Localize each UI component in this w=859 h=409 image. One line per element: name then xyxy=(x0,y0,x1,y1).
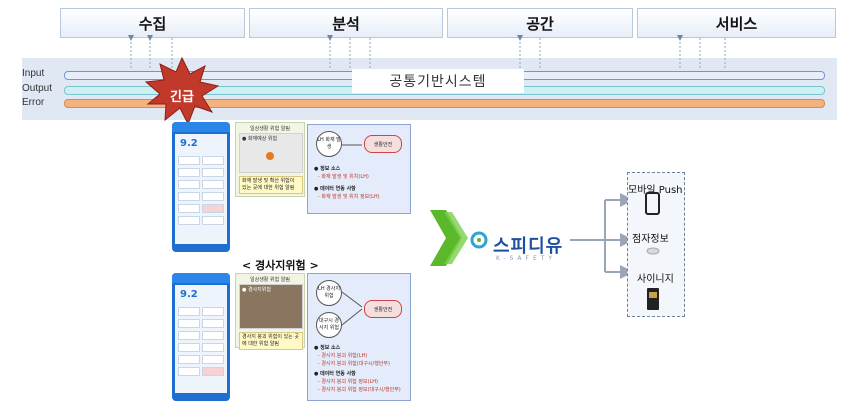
output-label: Output xyxy=(22,83,53,94)
info-source-head: ● 정보 소스 xyxy=(314,345,341,351)
category-analysis: 분석 xyxy=(249,8,443,38)
category-collect: 수집 xyxy=(60,8,245,38)
category-service: 서비스 xyxy=(637,8,836,38)
card-title: 일상생활 위험 알림 xyxy=(250,277,290,283)
output-braille: 점자정보 xyxy=(632,234,669,245)
data-link-item: - 화재 발생 및 위치 정보(LH) xyxy=(318,194,380,200)
card-title: 일상생활 위험 알림 xyxy=(250,126,290,132)
data-link-head: ● 데이터 연동 사항 xyxy=(314,186,356,192)
info-card-top: 일상생활 위험 알림 ● 화재예상 위험 화재 발생 및 확산 위험이 있는 곳… xyxy=(235,122,305,197)
map-thumbnail: ● 경사지위험 xyxy=(239,284,303,329)
data-link-head: ● 데이터 연동 사항 xyxy=(314,371,356,377)
fire-pin-icon xyxy=(266,152,274,160)
source-node-daegu: 대구시 경사지 위험 xyxy=(316,312,342,338)
category-label: 수집 xyxy=(138,15,167,33)
flow-panel-top: LH 화재 발생 생활안전 ● 정보 소스 - 화재 발생 및 위치(LH) ●… xyxy=(307,124,411,214)
signage-icon xyxy=(647,288,659,310)
error-label: Error xyxy=(22,97,45,108)
alert-tooltip: 경사지 붕괴 위험이 있는 곳에 대한 위험 알림 xyxy=(239,332,303,350)
target-node: 생활안전 xyxy=(364,300,402,318)
alert-label: 긴급 xyxy=(170,90,194,105)
error-bar xyxy=(64,99,825,108)
alert-burst-shape xyxy=(144,56,220,126)
phone-mockup-top: 9.2 xyxy=(172,122,230,252)
info-source-head: ● 정보 소스 xyxy=(314,166,341,172)
map-label: ● 화재예상 위험 xyxy=(242,136,278,142)
source-node: LH 화재 발생 xyxy=(316,131,342,157)
braille-icon xyxy=(646,247,660,255)
platform-title: 공통기반시스템 xyxy=(352,69,524,93)
output-signage: 사이니지 xyxy=(637,274,674,285)
category-label: 서비스 xyxy=(715,15,758,33)
smartphone-icon xyxy=(645,192,660,215)
output-mobile-push: 모바일 Push xyxy=(628,185,683,196)
input-label: Input xyxy=(22,68,45,79)
target-node: 생활안전 xyxy=(364,135,402,153)
data-link-item: - 경사지 붕괴 위험 정보(대구시/행안부) xyxy=(318,387,401,393)
phone-mockup-bottom: 9.2 xyxy=(172,273,230,401)
category-space: 공간 xyxy=(447,8,633,38)
brand-subtitle: K-SAFETY xyxy=(496,255,557,262)
flow-panel-bottom: LH 경사지 위험 대구시 경사지 위험 생활안전 ● 정보 소스 - 경사지 … xyxy=(307,273,411,401)
brand-name: 스피디유 xyxy=(493,236,564,257)
info-card-bottom: 일상생활 위험 알림 ● 경사지위험 경사지 붕괴 위험이 있는 곳에 대한 위… xyxy=(235,273,305,350)
category-label: 공간 xyxy=(526,15,554,33)
info-source-item: - 경사지 붕괴 위험(대구시/행안부) xyxy=(318,361,390,367)
data-link-item: - 경사지 붕괴 위험 정보(LH) xyxy=(318,379,379,385)
info-source-item: - 경사지 붕괴 위험(LH) xyxy=(318,353,368,359)
map-label: ● 경사지위험 xyxy=(242,287,271,293)
landslide-caption: < 경사지위험 > xyxy=(242,259,319,272)
info-source-item: - 화재 발생 및 위치(LH) xyxy=(318,174,369,180)
green-arrow-shape xyxy=(430,210,462,266)
phone-value: 9.2 xyxy=(180,138,198,149)
category-label: 분석 xyxy=(332,15,360,33)
alert-tooltip: 화재 발생 및 확산 위험이 있는 곳에 대한 위험 알림 xyxy=(239,176,303,194)
phone-value: 9.2 xyxy=(180,289,198,300)
source-node-lh: LH 경사지 위험 xyxy=(316,280,342,306)
map-thumbnail: ● 화재예상 위험 xyxy=(239,133,303,173)
